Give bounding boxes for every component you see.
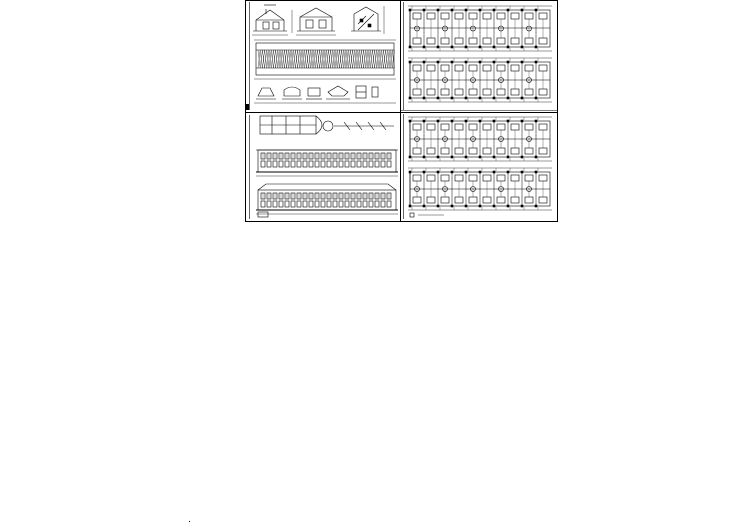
floor-plan-a	[408, 5, 552, 52]
section-drawing-3-stairs	[351, 6, 385, 34]
elevation-front	[256, 149, 398, 177]
floor-plan-b	[408, 57, 552, 103]
sheet-floor-plan-upper	[408, 5, 552, 103]
section-drawing-2	[291, 7, 336, 36]
floor-plan-c	[408, 116, 552, 162]
site-plan-strip	[259, 115, 394, 135]
elevation-rear	[256, 183, 398, 218]
sheet-floor-plan-lower	[408, 116, 552, 218]
detail-drawings-row	[254, 85, 396, 104]
roof-truss-plan	[254, 39, 396, 80]
stray-dot	[189, 521, 190, 522]
section-drawing-1	[252, 4, 288, 36]
floor-plan-d	[408, 167, 552, 211]
sheet-sections-and-details	[246, 4, 396, 110]
drawing-frame	[245, 0, 558, 222]
sheet-elevations	[256, 115, 398, 218]
